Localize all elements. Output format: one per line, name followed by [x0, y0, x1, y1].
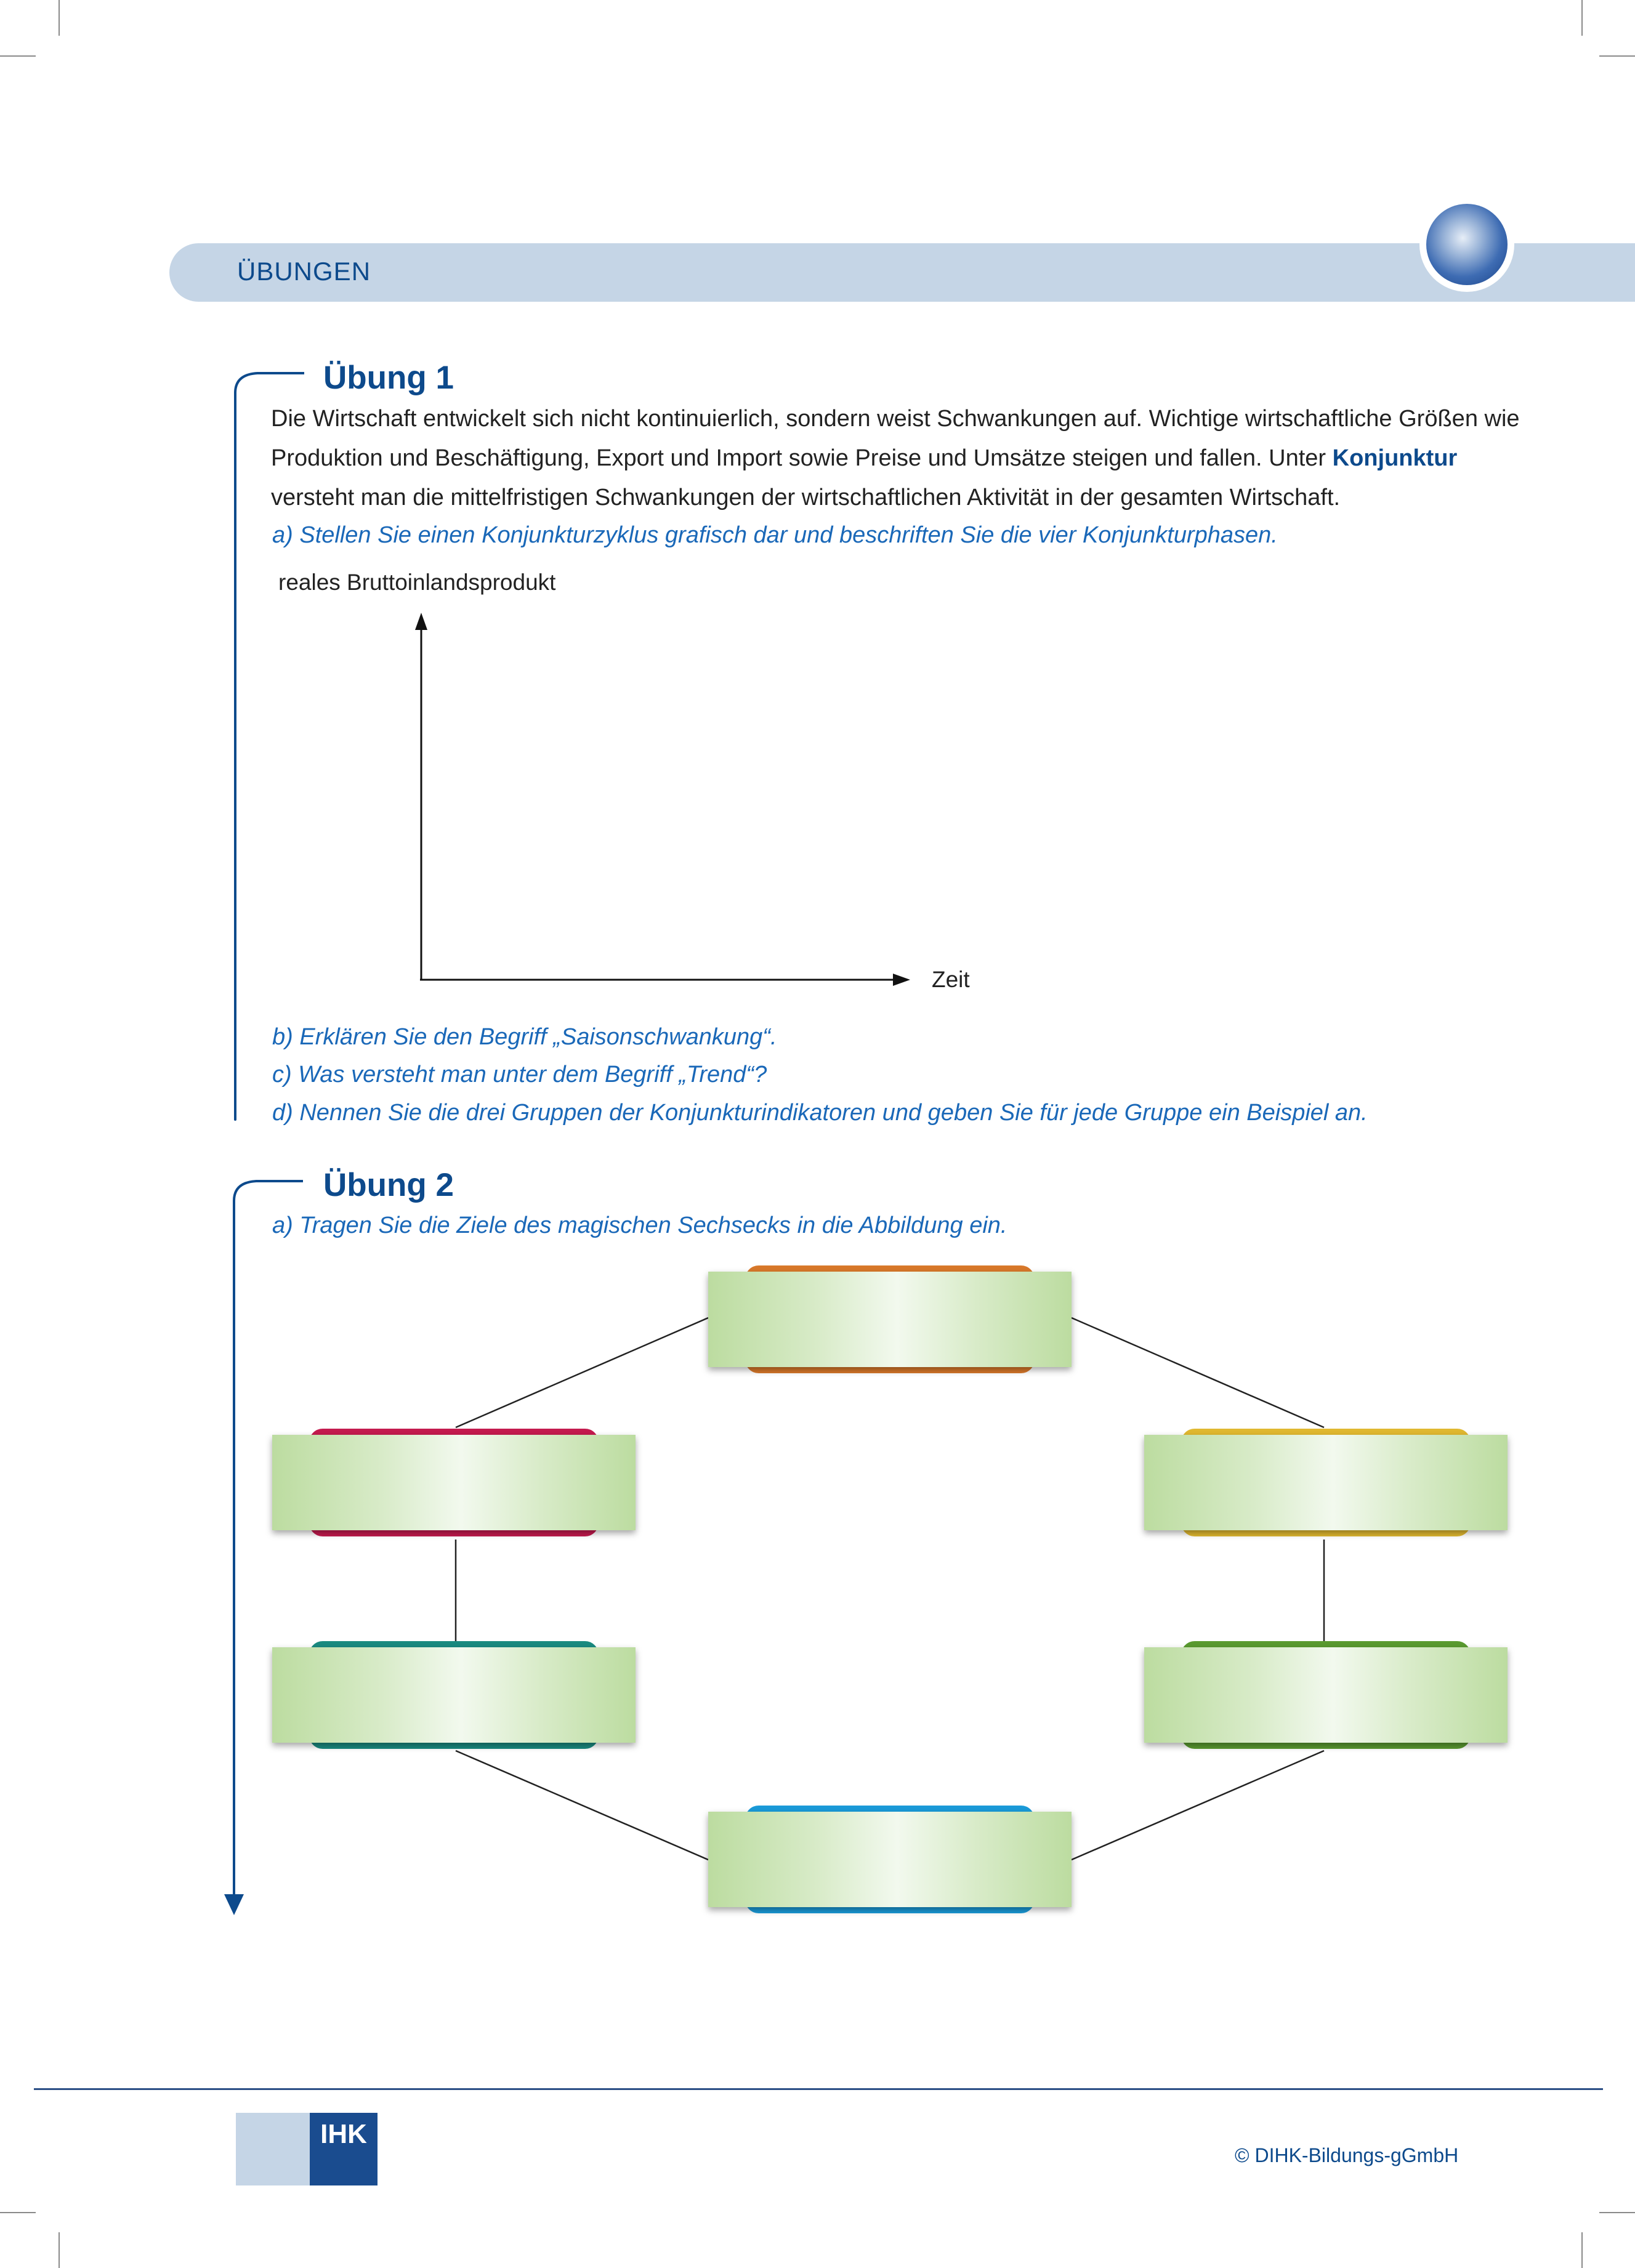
hexagon-goal-lower-right-field[interactable] — [1144, 1647, 1508, 1743]
exercise1-task-d: d) Nennen Sie die drei Gruppen der Konju… — [272, 1100, 1368, 1126]
crop-mark — [59, 2232, 60, 2268]
exercise1-task-b: b) Erklären Sie den Begriff „Saisonschwa… — [272, 1024, 777, 1050]
hexagon-goal-top-field[interactable] — [708, 1272, 1072, 1367]
business-cycle-axes — [415, 613, 910, 986]
exercise1-intro-paragraph: Die Wirtschaft entwickelt sich nicht kon… — [271, 399, 1521, 517]
footer-divider — [34, 2088, 1603, 2090]
exercise2-task-a: a) Tragen Sie die Ziele des magischen Se… — [272, 1213, 1007, 1238]
y-axis-label: reales Bruttoinlandsprodukt — [278, 570, 556, 595]
hexagon-goal-bottom[interactable] — [708, 1806, 1072, 1913]
exercise1-bracket-curve — [234, 372, 304, 403]
exercise2-bracket-curve — [233, 1180, 303, 1211]
hexagon-goal-upper-left[interactable] — [272, 1429, 636, 1536]
exercise2-bracket-arrow — [224, 1894, 244, 1915]
section-title: ÜBUNGEN — [237, 257, 371, 286]
crop-mark — [1581, 2232, 1583, 2268]
section-header-bar — [169, 243, 1635, 302]
exercise1-task-a: a) Stellen Sie einen Konjunkturzyklus gr… — [272, 522, 1278, 548]
crop-mark — [1599, 2212, 1635, 2213]
hexagon-goal-upper-right[interactable] — [1144, 1429, 1508, 1536]
intro-text-before: Die Wirtschaft entwickelt sich nicht kon… — [271, 406, 1520, 471]
ihk-logo-dark-block — [310, 2113, 377, 2185]
crop-mark — [1581, 0, 1583, 36]
hexagon-goal-upper-right-field[interactable] — [1144, 1435, 1508, 1530]
ihk-logo-light-block — [236, 2113, 310, 2185]
hexagon-goal-lower-left-field[interactable] — [272, 1647, 636, 1743]
x-axis-label: Zeit — [932, 967, 970, 992]
crop-mark — [0, 2212, 36, 2213]
hexagon-goal-lower-left[interactable] — [272, 1641, 636, 1749]
intro-text-after: versteht man die mittelfristigen Schwank… — [271, 485, 1341, 511]
keyword-konjunktur: Konjunktur — [1332, 445, 1458, 471]
exercise2-bracket-line — [233, 1207, 235, 1897]
ihk-logo-text: IHK — [320, 2119, 367, 2149]
exercise1-bracket-line — [234, 397, 236, 1121]
copyright-notice: © DIHK-Bildungs-gGmbH — [1235, 2144, 1459, 2166]
crop-mark — [1599, 55, 1635, 57]
globe-icon — [1426, 204, 1508, 285]
hexagon-goal-top[interactable] — [708, 1265, 1072, 1373]
hexagon-goal-upper-left-field[interactable] — [272, 1435, 636, 1530]
exercise2-title: Übung 2 — [323, 1167, 454, 1203]
crop-mark — [0, 55, 36, 57]
exercise1-task-c: c) Was versteht man unter dem Begriff „T… — [272, 1062, 767, 1088]
hexagon-goal-bottom-field[interactable] — [708, 1812, 1072, 1907]
crop-mark — [59, 0, 60, 36]
hexagon-goal-lower-right[interactable] — [1144, 1641, 1508, 1749]
exercise1-title: Übung 1 — [323, 360, 454, 396]
